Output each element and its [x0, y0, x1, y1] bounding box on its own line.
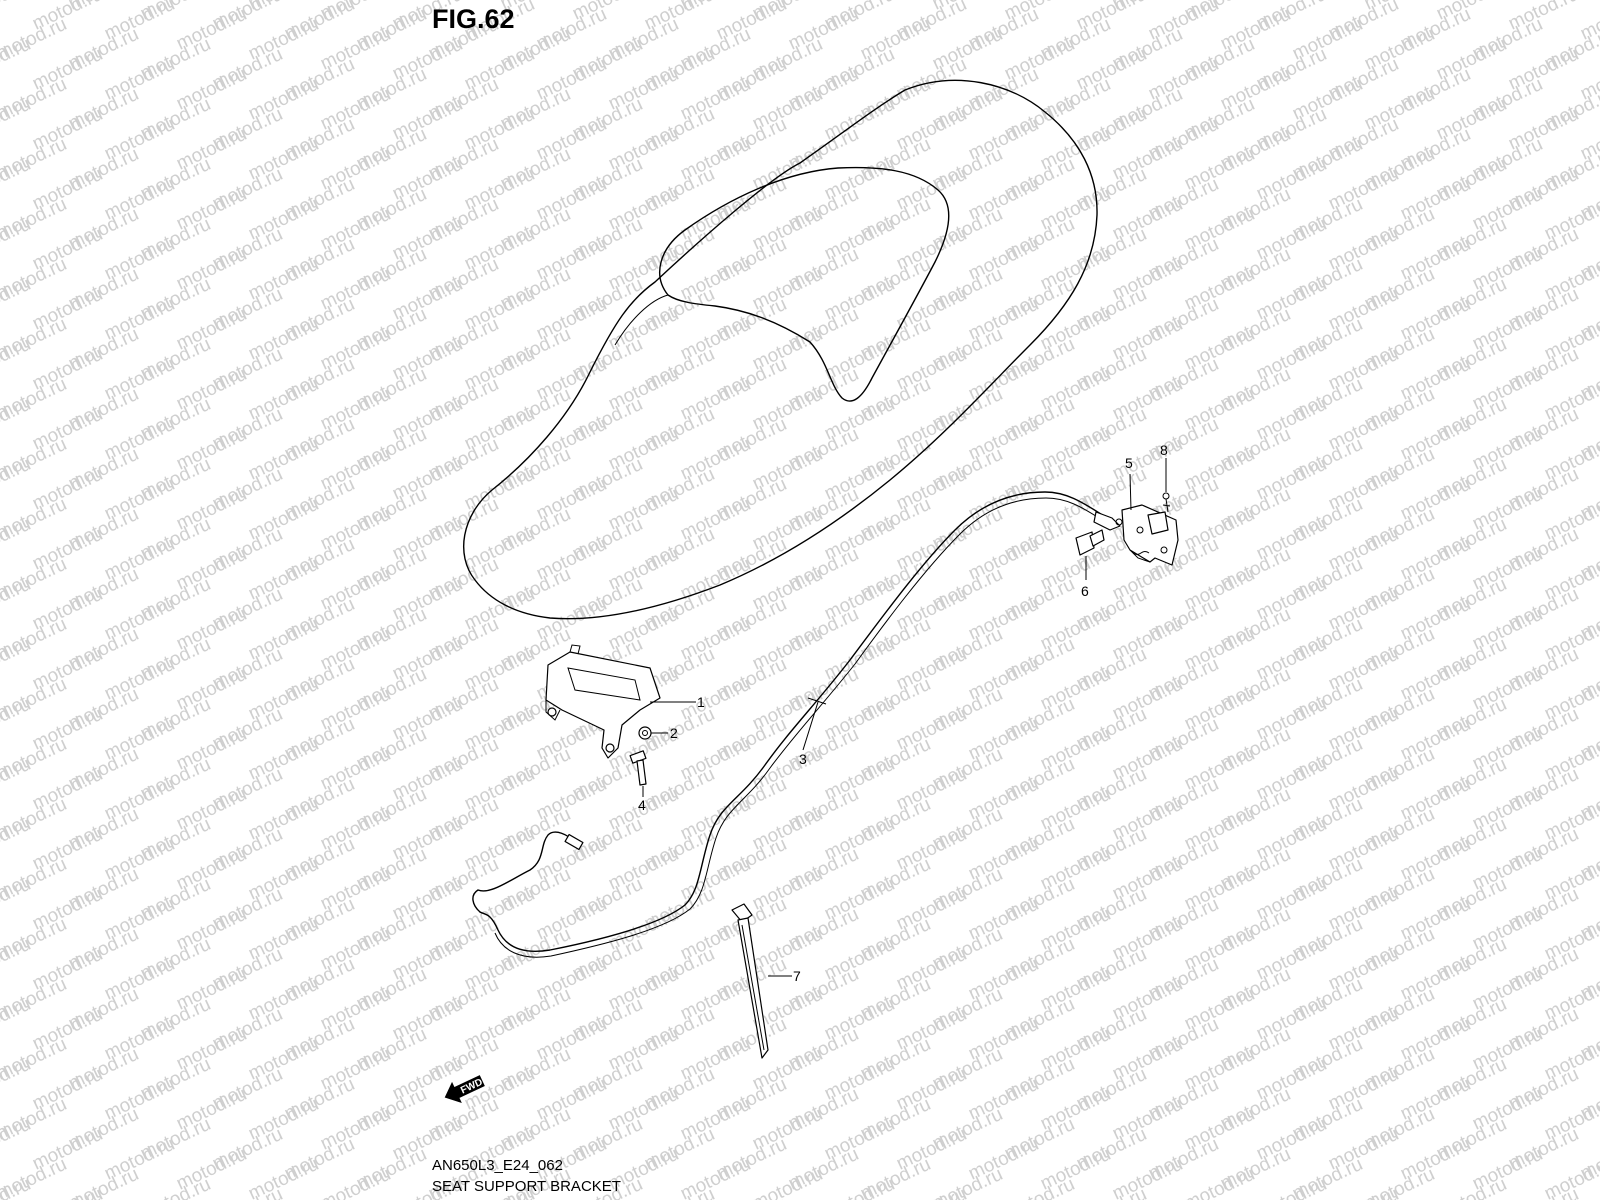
callout-2: 2	[670, 725, 678, 741]
fwd-badge-text: FWD	[459, 1077, 484, 1097]
callout-8: 8	[1160, 442, 1168, 458]
seat-lock-cable	[479, 491, 1111, 952]
seat-support-bracket	[545, 644, 661, 759]
figure-name: SEAT SUPPORT BRACKET	[432, 1178, 621, 1195]
cable-lock-eye	[1115, 518, 1123, 526]
cable-end-hook	[472, 831, 576, 913]
cable-mark	[807, 697, 827, 705]
callout-3: 3	[799, 751, 807, 767]
bolt-part	[629, 750, 647, 786]
seat-lock-assembly	[1121, 504, 1179, 566]
seat-seam	[614, 294, 669, 346]
callout-4: 4	[638, 797, 646, 813]
cable-end-fitting	[564, 833, 584, 851]
seat-lock-cable-inner	[494, 497, 1109, 958]
figure-code: AN650L3_E24_062	[432, 1157, 563, 1174]
seat-outline	[463, 79, 1098, 620]
callout-6: 6	[1081, 583, 1089, 599]
clip-part	[1162, 492, 1171, 513]
callout-7: 7	[793, 968, 801, 984]
figure-title: FIG.62	[432, 4, 515, 34]
seat-rider-pad	[659, 166, 950, 402]
callout-5: 5	[1125, 455, 1133, 471]
nut-part	[638, 726, 652, 740]
forward-direction-icon: FWD	[444, 1075, 485, 1103]
callout-1: 1	[697, 694, 705, 710]
screw-part	[1075, 529, 1105, 556]
cable-tie-part	[731, 903, 769, 1059]
